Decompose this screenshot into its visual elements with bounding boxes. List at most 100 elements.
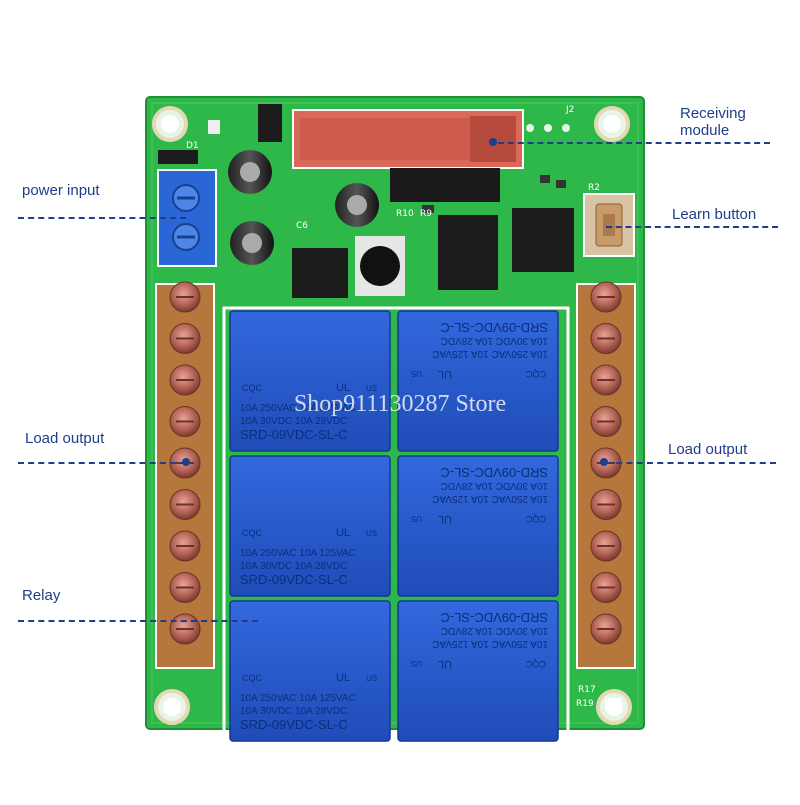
label-j2: J2 — [565, 105, 574, 115]
inductor — [355, 236, 405, 296]
relay: CQC UL US 10A 250VAC 10A 125VAC 10A 30VDC 10… — [229, 600, 391, 742]
label-c6: C6 — [296, 221, 308, 231]
receiving-module — [292, 109, 524, 202]
callout-power-input: power input — [22, 182, 100, 199]
terminal-screw — [169, 489, 201, 520]
mounting-hole — [154, 689, 190, 725]
relay-ul-mark: UL — [336, 527, 350, 539]
label-r9: R9 — [420, 209, 432, 219]
relay-cqc-mark: CQC — [242, 528, 263, 538]
relay-group: CQC UL US 10A 250VAC 10A 125VAC 10A 30VDC 10… — [222, 306, 570, 742]
callout-load-output-right: Load output — [668, 441, 748, 458]
label-r2: R2 — [588, 183, 600, 193]
leader-learn — [606, 226, 778, 228]
terminal-screw — [590, 406, 622, 437]
leader-power — [18, 217, 186, 219]
relay-rating-ac: 10A 250VAC 10A 125VAC — [432, 638, 548, 649]
silkscreen-labels: J2 R10 R9 R2 C6 D1 R17 R19 R18 — [186, 105, 622, 709]
callout-receiving-module: Receiving module — [680, 105, 746, 139]
terminal-screw — [169, 613, 201, 645]
terminal-screw — [590, 572, 622, 603]
relay-model: SRD-09VDC-SL-C — [240, 572, 348, 587]
leader-relay — [18, 620, 258, 622]
relay-model: SRD-09VDC-SL-C — [440, 610, 548, 625]
terminal-screw — [169, 281, 201, 313]
relay-rating-dc: 10A 30VDC 10A 28VDC — [441, 625, 548, 636]
terminal-screw — [169, 323, 201, 354]
relay-ul-mark: UL — [438, 368, 452, 380]
relay-model: SRD-09VDC-SL-C — [240, 717, 348, 732]
callout-load-output-left: Load output — [25, 430, 105, 447]
relay-ul-mark: UL — [438, 513, 452, 525]
relay-rating-ac: 10A 250VAC 10A 125VAC — [240, 548, 356, 559]
relay-rating-dc: 10A 30VDC 10A 28VDC — [240, 706, 347, 717]
ic-chip — [438, 215, 498, 290]
learn-button[interactable] — [583, 193, 635, 257]
diode — [158, 150, 198, 164]
leader-load-left — [18, 462, 186, 464]
callout-receiving-line2: module — [680, 122, 730, 139]
right-terminal-strip — [576, 281, 636, 669]
ic-chip — [512, 208, 574, 272]
electrolytic-capacitor — [230, 221, 274, 265]
terminal-screw — [590, 364, 622, 396]
relay-ul-mark: UL — [336, 672, 350, 684]
relay-highlight-frame — [222, 306, 570, 738]
relay-us-mark: US — [366, 674, 377, 683]
callout-relay: Relay — [22, 587, 61, 604]
relay-rating-ac: 10A 250VAC 10A 125VAC — [432, 493, 548, 504]
relay-ul-mark: UL — [438, 658, 452, 670]
mounting-hole — [594, 106, 630, 142]
terminal-screw — [169, 530, 201, 562]
label-r18: R18 — [604, 697, 622, 707]
leader-dot — [600, 458, 608, 466]
callout-receiving-line1: Receiving — [680, 105, 746, 122]
relay-us-mark: US — [366, 529, 377, 538]
relay: CQC UL US 10A 250VAC 10A 125VAC 10A 30VDC 10… — [397, 455, 559, 597]
relay-us-mark: US — [366, 384, 377, 393]
relay-cqc-mark: CQC — [526, 369, 547, 379]
relay-rating-ac: 10A 250VAC 10A 125VAC — [240, 403, 356, 414]
relay-us-mark: US — [411, 369, 422, 378]
mounting-hole — [596, 689, 632, 725]
watermark: Shop911130287 Store — [293, 391, 507, 417]
relay-cqc-mark: CQC — [526, 514, 547, 524]
relay-rating-dc: 10A 30VDC 10A 28VDC — [441, 335, 548, 346]
terminal-screw — [590, 281, 622, 313]
relay-model: SRD-09VDC-SL-C — [240, 427, 348, 442]
relay-cqc-mark: CQC — [242, 383, 263, 393]
relay-us-mark: US — [411, 514, 422, 523]
relay-rating-ac: 10A 250VAC 10A 125VAC — [240, 693, 356, 704]
antenna-coil — [390, 168, 500, 202]
callout-learn-button: Learn button — [672, 206, 757, 223]
relay-rating-dc: 10A 30VDC 10A 28VDC — [240, 416, 347, 427]
terminal-screw — [169, 406, 201, 437]
electrolytic-capacitor — [228, 150, 272, 194]
ic-chip — [292, 248, 348, 298]
terminal-screw — [169, 572, 201, 603]
terminal-screw — [590, 613, 622, 645]
leader-dot — [182, 458, 190, 466]
regulator-chip — [258, 104, 282, 142]
mounting-hole — [152, 106, 188, 142]
relay-model: SRD-09VDC-SL-C — [440, 320, 548, 335]
relay-cqc-mark: CQC — [242, 673, 263, 683]
relay-rating-dc: 10A 30VDC 10A 28VDC — [240, 561, 347, 572]
leader-load-right — [606, 462, 776, 464]
label-r17: R17 — [578, 685, 596, 695]
label-d1: D1 — [186, 141, 199, 151]
relay-cqc-mark: CQC — [526, 659, 547, 669]
relay-rating-ac: 10A 250VAC 10A 125VAC — [432, 348, 548, 359]
electrolytic-capacitor — [335, 183, 379, 227]
terminal-screw — [590, 489, 622, 520]
relay: CQC UL US 10A 250VAC 10A 125VAC 10A 30VDC 10… — [229, 455, 391, 597]
leader-receiving — [498, 142, 770, 144]
left-terminal-strip — [155, 281, 215, 669]
relay-rating-dc: 10A 30VDC 10A 28VDC — [441, 480, 548, 491]
terminal-screw — [590, 530, 622, 562]
relay: CQC UL US 10A 250VAC 10A 125VAC 10A 30VDC 10… — [397, 310, 559, 452]
